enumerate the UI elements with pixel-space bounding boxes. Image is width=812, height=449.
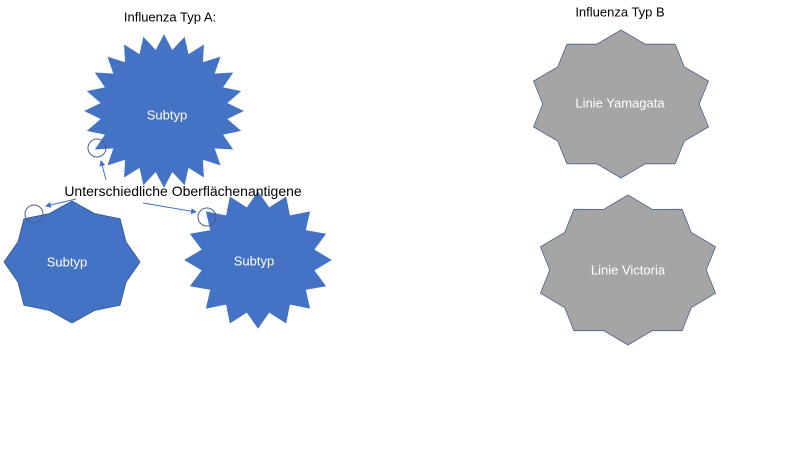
- lineage-star-victoria: [540, 194, 716, 346]
- subtype-label-left: Subtyp: [46, 254, 88, 270]
- antigen-circle-left: [24, 204, 44, 224]
- arrow-to-top: [99, 160, 107, 181]
- lineage-label-yamagata: Linie Yamagata: [575, 95, 665, 111]
- subtype-star-top: [84, 34, 244, 188]
- antigen-circle-top: [87, 138, 107, 158]
- type-b-title: Influenza Typ B: [575, 4, 665, 20]
- subtype-label-right: Subtyp: [233, 253, 275, 269]
- subtype-star-right: [184, 191, 332, 329]
- antigen-label: Unterschiedliche Oberflächenantigene: [64, 183, 302, 199]
- arrow-to-left: [45, 198, 77, 208]
- subtype-label-top: Subtyp: [146, 107, 188, 123]
- lineage-label-victoria: Linie Victoria: [590, 262, 666, 278]
- lineage-star-yamagata: [532, 29, 710, 179]
- type-a-title: Influenza Typ A:: [123, 9, 217, 25]
- antigen-circle-right: [197, 207, 217, 227]
- subtype-star-left: [3, 200, 141, 324]
- arrow-to-right: [142, 202, 197, 215]
